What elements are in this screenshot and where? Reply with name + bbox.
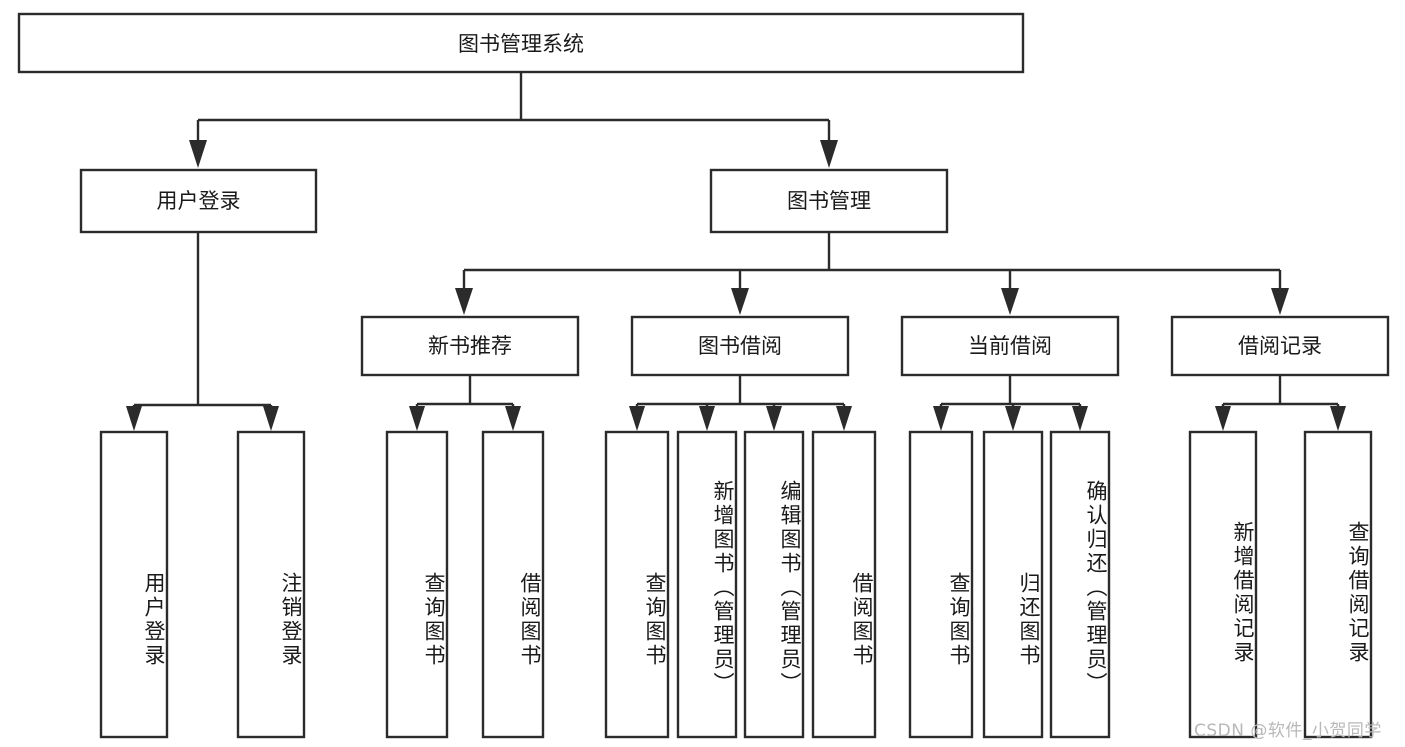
arrow-to-book-mgmt <box>820 140 838 168</box>
node-borrow-record-label: 借阅记录 <box>1238 334 1322 358</box>
node-leaf-return-book[interactable] <box>982 430 1044 739</box>
node-leaf-logout[interactable] <box>236 430 306 739</box>
arrow-leaf-add-record <box>1215 406 1231 431</box>
node-user-login[interactable] <box>79 168 318 234</box>
arrow-leaf-query-record <box>1330 406 1346 431</box>
node-user-login-label: 用户登录 <box>157 189 241 213</box>
arrow-leaf-user-login <box>126 406 142 431</box>
csdn-watermark: CSDN @软件_小贺同学 <box>1194 721 1382 741</box>
arrow-leaf-confirm-return <box>1072 406 1088 431</box>
node-book-management-label: 图书管理 <box>787 189 871 213</box>
node-leaf-edit-book-admin[interactable] <box>743 430 805 739</box>
node-leaf-confirm-return-admin[interactable] <box>1049 430 1111 739</box>
arrow-leaf-query-book-c <box>933 406 949 431</box>
arrow-leaf-borrow-book-b <box>836 406 852 431</box>
node-borrow-record[interactable] <box>1170 315 1390 377</box>
node-current-borrow-label: 当前借阅 <box>968 334 1052 358</box>
node-leaf-query-book-b[interactable] <box>604 430 670 739</box>
node-root-label: 图书管理系统 <box>458 32 584 56</box>
node-layer: 图书管理系统 用户登录 图书管理 新书推荐 图书借阅 当前借阅 借阅记录 <box>17 12 1390 739</box>
arrow-to-new-book-rec <box>455 288 473 315</box>
node-leaf-borrow-book-b[interactable] <box>811 430 877 739</box>
node-new-book-recommend[interactable] <box>360 315 580 377</box>
arrow-leaf-return-book <box>1005 406 1021 431</box>
node-new-book-recommend-label: 新书推荐 <box>428 334 512 358</box>
arrow-to-borrow-record <box>1271 288 1289 315</box>
node-leaf-add-book-admin[interactable] <box>676 430 738 739</box>
node-leaf-query-borrow-record[interactable] <box>1303 430 1373 739</box>
arrow-leaf-query-book-a <box>409 406 425 431</box>
edge-layer <box>126 72 1346 431</box>
node-leaf-user-login[interactable] <box>99 430 169 739</box>
arrow-to-current-borrow <box>1001 288 1019 315</box>
arrow-leaf-add-book <box>699 406 715 431</box>
arrow-leaf-edit-book <box>766 406 782 431</box>
arrow-to-user-login <box>189 140 207 168</box>
node-leaf-query-book-a[interactable] <box>385 430 449 739</box>
arrow-leaf-logout <box>263 406 279 431</box>
node-root-book-management-system[interactable] <box>17 12 1025 74</box>
arrow-leaf-borrow-book-a <box>505 406 521 431</box>
node-book-management[interactable] <box>709 168 949 234</box>
node-current-borrow[interactable] <box>900 315 1120 377</box>
node-leaf-query-book-c[interactable] <box>908 430 974 739</box>
node-leaf-add-borrow-record[interactable] <box>1188 430 1258 739</box>
arrow-leaf-query-book-b <box>629 406 645 431</box>
node-leaf-borrow-book-a[interactable] <box>481 430 545 739</box>
node-book-borrow[interactable] <box>630 315 850 377</box>
arrow-to-book-borrow <box>731 288 749 315</box>
node-book-borrow-label: 图书借阅 <box>698 334 782 358</box>
